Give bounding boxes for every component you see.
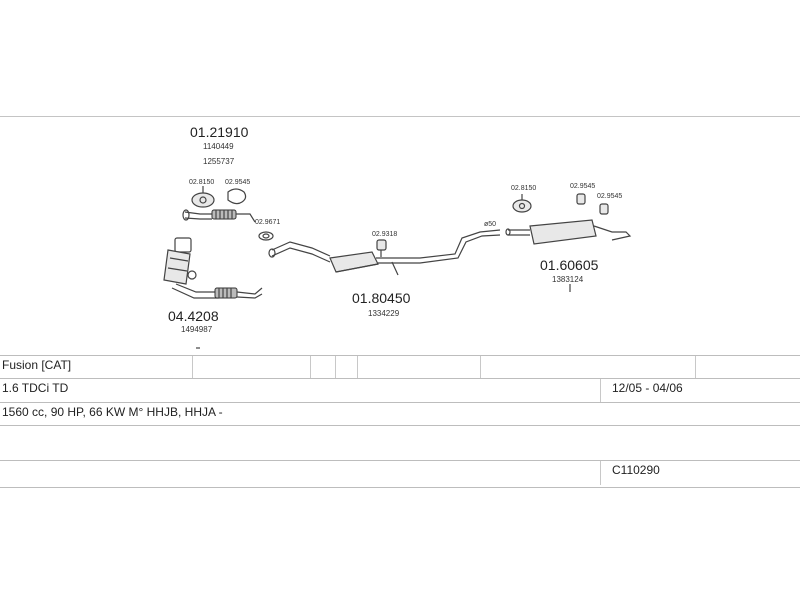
exhaust-diagram: 01.21910 1140449 1255737 02.8150 02.9545… [163,124,632,349]
part-ref-centre-silencer: 1334229 [368,309,400,318]
bottom-divider [0,487,800,488]
part-number-centre-silencer: 01.80450 [352,290,411,306]
centre-silencer [329,229,501,276]
catalytic-converter [163,237,263,299]
engine-type: 1.6 TDCi TD [2,381,69,395]
mount-label-a: 02.8150 [189,179,214,186]
row-code: C110290 [0,460,800,485]
mount-label-b: 02.9545 [225,179,250,186]
row-empty [0,425,800,442]
hanger-mid-label: 02.9318 [372,231,397,238]
hanger-mid [376,239,387,257]
rubber-mount-a [191,186,215,208]
rear-mount-label-a: 02.8150 [511,185,536,192]
gasket-label: 02.9671 [255,219,280,226]
production-date-range: 12/05 - 04/06 [612,381,683,395]
part-ref-front-pipe-1: 1140449 [203,142,234,151]
front-pipe-flex [182,209,256,223]
pipe-diameter-label: ø50 [484,221,496,228]
row-model: Fusion [CAT] [0,355,800,379]
gasket [258,231,274,241]
part-ref-catalyst: 1494987 [181,325,213,334]
part-ref-front-pipe-2: 1255737 [203,157,235,166]
part-number-front-pipe: 01.21910 [190,124,249,140]
row-engine: 1.6 TDCi TD 12/05 - 04/06 [0,378,800,403]
rear-rubber-mount-a [512,194,532,213]
catalog-code: C110290 [612,463,660,477]
rear-mount-label-b: 02.9545 [570,183,595,190]
row-specs: 1560 cc, 90 HP, 66 KW M° HHJB, HHJA - [0,402,800,425]
part-ref-rear-silencer: 1383124 [552,275,584,284]
rear-silencer [505,219,632,292]
top-divider [0,116,800,117]
rubber-mount-b [227,188,247,205]
rear-rubber-mount-b [576,193,586,205]
part-number-catalyst: 04.4208 [168,308,219,324]
part-number-rear-silencer: 01.60605 [540,257,599,273]
rear-rubber-mount-c [599,203,609,215]
model-name: Fusion [CAT] [2,358,72,372]
rear-mount-label-c: 02.9545 [597,193,622,200]
intermediate-pipe [268,241,331,263]
engine-specs: 1560 cc, 90 HP, 66 KW M° HHJB, HHJA - [2,405,223,419]
